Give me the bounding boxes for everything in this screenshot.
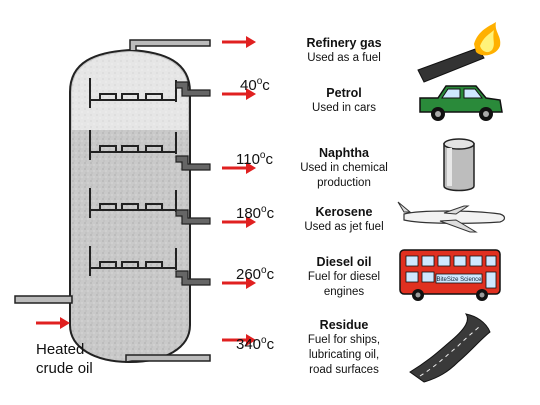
temperature-value: 180 bbox=[236, 205, 262, 222]
flame-torch-icon bbox=[417, 22, 501, 83]
outlet-pipe bbox=[175, 81, 211, 97]
temperature-value: 260 bbox=[236, 266, 262, 283]
output-arrow bbox=[222, 216, 256, 228]
flow-arrows bbox=[36, 36, 256, 346]
fraction-name: Residue bbox=[319, 318, 369, 332]
feed-pipe bbox=[14, 295, 73, 304]
bus-icon: BiteSize Science bbox=[399, 249, 501, 301]
degree-symbol: o bbox=[259, 150, 266, 161]
fraction-use: Used in chemical production bbox=[300, 162, 388, 189]
input-arrow bbox=[36, 317, 70, 329]
output-arrow bbox=[222, 334, 256, 346]
temperature-label: 260oc bbox=[236, 265, 274, 283]
outlet-pipe bbox=[175, 270, 211, 286]
output-arrow bbox=[222, 162, 256, 174]
degree-symbol: o bbox=[261, 335, 267, 346]
temperature-unit: c bbox=[266, 336, 275, 353]
fraction-use: Used in cars bbox=[312, 102, 376, 114]
temperature-label: 340oc bbox=[236, 335, 274, 353]
tray bbox=[89, 78, 177, 108]
column-upper-zone bbox=[72, 52, 188, 130]
fraction-name: Petrol bbox=[326, 86, 362, 100]
degree-symbol: o bbox=[256, 76, 263, 87]
fraction-use: Used as jet fuel bbox=[304, 221, 384, 233]
tray bbox=[89, 130, 177, 160]
output-arrow bbox=[222, 36, 256, 48]
temperature-value: 110 bbox=[236, 151, 260, 168]
temperature-unit: c bbox=[266, 266, 275, 283]
temperature-unit: c bbox=[266, 205, 275, 222]
outlet-pipes bbox=[175, 81, 211, 286]
fraction-name: Diesel oil bbox=[316, 255, 372, 269]
temperature-label: 110oc bbox=[236, 150, 273, 168]
output-arrow bbox=[222, 277, 256, 289]
gas-pipe bbox=[129, 39, 211, 50]
fraction-name: Kerosene bbox=[315, 205, 373, 219]
fraction-name: Naphtha bbox=[319, 146, 369, 160]
fraction-use: Fuel for ships, lubricating oil, road su… bbox=[307, 334, 381, 376]
jet-plane-icon bbox=[397, 201, 506, 233]
temperature-unit: c bbox=[265, 151, 273, 168]
trays bbox=[89, 78, 177, 276]
feed-label: Heated crude oil bbox=[36, 341, 93, 377]
output-arrow bbox=[222, 88, 256, 100]
car-icon bbox=[419, 85, 503, 121]
bus-sign-text: BiteSize Science bbox=[436, 277, 482, 283]
outlet-pipe bbox=[175, 155, 211, 171]
tray bbox=[89, 246, 177, 276]
tray bbox=[89, 188, 177, 218]
fraction-use: Fuel for diesel engines bbox=[307, 271, 381, 298]
outlet-pipe bbox=[175, 209, 211, 225]
temperature-unit: c bbox=[262, 77, 270, 94]
degree-symbol: o bbox=[261, 204, 267, 215]
temperature-label: 40oc bbox=[240, 76, 270, 94]
temperature-value: 340 bbox=[236, 336, 262, 353]
temperature-label: 180oc bbox=[236, 204, 274, 222]
fraction-name: Refinery gas bbox=[306, 36, 382, 50]
road-icon bbox=[409, 313, 491, 383]
degree-symbol: o bbox=[261, 265, 267, 276]
residue-pipe bbox=[125, 354, 211, 363]
temperature-value: 40 bbox=[240, 77, 257, 94]
drum-icon bbox=[443, 138, 475, 192]
fraction-use: Used as a fuel bbox=[307, 52, 381, 64]
